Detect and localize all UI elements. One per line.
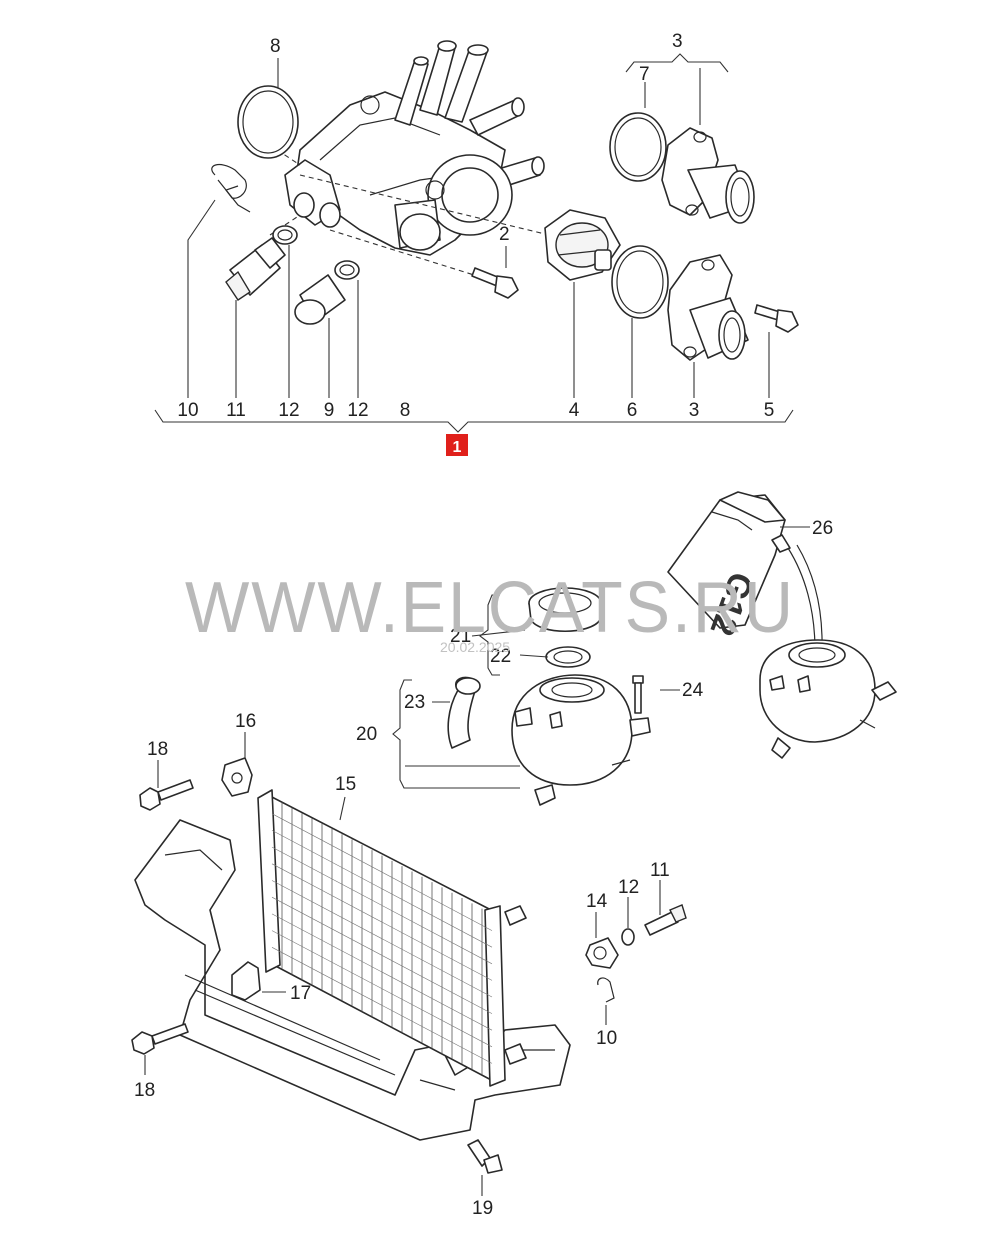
callout-18-upper: 18 <box>147 739 168 760</box>
top-leader-lines <box>154 53 794 433</box>
assembly-label-6: 6 <box>627 400 638 421</box>
clip-10-radiator <box>597 977 615 1003</box>
assembly-label-8: 8 <box>400 400 411 421</box>
callout-17: 17 <box>290 983 311 1004</box>
radiator-tube <box>271 846 493 965</box>
fitting-14 <box>585 937 619 969</box>
radiator-tube <box>271 930 493 1048</box>
radiator-tube <box>271 880 493 998</box>
bolt-18-upper <box>139 779 194 811</box>
plug-9 <box>294 274 346 325</box>
radiator-fins <box>271 802 493 1075</box>
radiator-tube <box>271 813 493 931</box>
callout-20: 20 <box>356 724 377 745</box>
assembly-label-12: 12 <box>278 400 299 421</box>
assembly-label-5: 5 <box>764 400 775 421</box>
assembly-label-9: 9 <box>324 400 335 421</box>
seal-22 <box>545 646 591 668</box>
seal-ring-12-left <box>272 225 298 245</box>
assembly-label-11: 11 <box>226 400 246 421</box>
temperature-sensor-11 <box>225 237 286 301</box>
callout-16: 16 <box>235 711 256 732</box>
o-ring-8 <box>237 85 299 159</box>
assembly-label-12: 12 <box>347 400 368 421</box>
seal-ring-12-right <box>334 260 360 280</box>
callout-2: 2 <box>499 224 510 245</box>
radiator-15 <box>257 789 527 1087</box>
callout-8-top: 8 <box>270 36 281 57</box>
expansion-tank-right <box>759 639 897 759</box>
bolt-24 <box>632 675 644 714</box>
watermark-date: 20.02.2025 <box>440 639 510 655</box>
o-ring-7 <box>609 112 667 182</box>
coolant-flange-3-upper <box>661 127 755 224</box>
radiator-tube <box>271 896 493 1014</box>
callout-7: 7 <box>639 64 650 85</box>
callout-18-lower: 18 <box>134 1080 155 1101</box>
radiator-tube <box>271 947 493 1064</box>
thermostat-4 <box>544 209 621 281</box>
coolant-canister-26: G12 <box>667 491 823 651</box>
middle-leader-lines <box>392 526 810 789</box>
callout-14: 14 <box>586 891 608 912</box>
callout-23: 23 <box>404 692 425 713</box>
bracket-17 <box>231 961 261 1001</box>
callout-24: 24 <box>682 680 704 701</box>
callout-10-radiator: 10 <box>596 1028 617 1049</box>
seal-ring-12-radiator <box>621 928 635 946</box>
callout-11-radiator: 11 <box>650 860 670 881</box>
hose-23 <box>447 676 481 749</box>
callout-19: 19 <box>472 1198 493 1219</box>
sensor-11-radiator <box>644 904 687 936</box>
expansion-tank-20 <box>511 674 651 806</box>
callout-21: 21 <box>450 626 471 647</box>
assembly-label-4: 4 <box>569 400 580 421</box>
callout-3-top: 3 <box>672 31 683 52</box>
radiator-frame <box>134 819 571 1141</box>
badge-text: 1 <box>453 439 462 456</box>
lower-leader-lines <box>144 732 661 1196</box>
bracket-16 <box>221 757 253 797</box>
assembly-badge: 1 <box>446 434 468 456</box>
bolt-5 <box>754 304 799 333</box>
callout-26: 26 <box>812 518 833 539</box>
callout-22: 22 <box>490 646 511 667</box>
cap-21 <box>528 587 602 633</box>
clip-10 <box>211 163 251 213</box>
assembly-label-10: 10 <box>177 400 198 421</box>
assembly-labels-row: 10 11 12 9 12 8 4 6 3 5 <box>177 400 774 421</box>
drain-plug-19 <box>467 1139 503 1174</box>
coolant-flange-3-lower <box>667 254 749 361</box>
watermark: WWW.ELCATS.RU <box>185 568 795 648</box>
callout-15: 15 <box>335 774 356 795</box>
assembly-label-3: 3 <box>689 400 700 421</box>
bolt-18-lower <box>131 1023 189 1055</box>
coolant-flange-assembly <box>261 40 571 281</box>
radiator-tube <box>271 863 493 981</box>
bolt-2 <box>471 267 519 299</box>
o-ring-6 <box>611 245 669 319</box>
radiator-tube <box>271 830 493 948</box>
callout-12-radiator: 12 <box>618 877 639 898</box>
radiator-tube <box>271 913 493 1031</box>
